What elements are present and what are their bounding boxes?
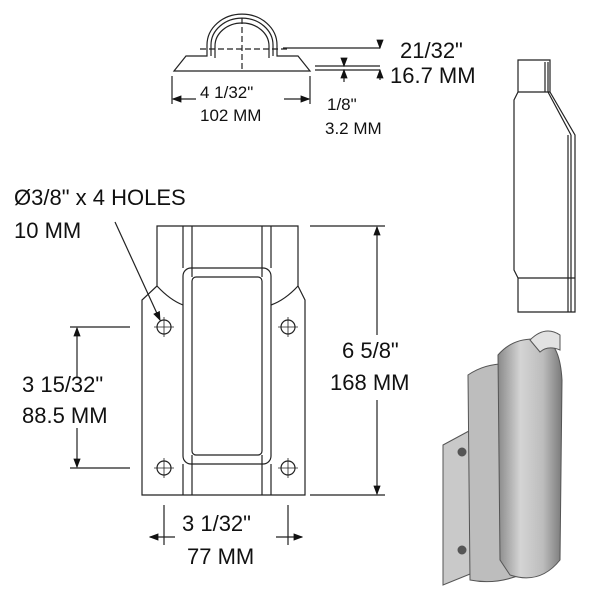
thickness-in: 1/8" <box>327 95 357 114</box>
holes-mm: 10 MM <box>14 218 82 243</box>
side-view <box>513 59 576 313</box>
front-view <box>70 221 385 545</box>
width-mm: 77 MM <box>187 544 255 569</box>
top-height-in: 21/32" <box>400 38 463 63</box>
holes-in: Ø3/8" x 4 HOLES <box>14 185 186 210</box>
hole-spacing-in: 3 15/32" <box>22 372 104 397</box>
thickness-mm: 3.2 MM <box>325 119 382 138</box>
mounting-holes <box>154 317 298 478</box>
hole-spacing-mm: 88.5 MM <box>22 403 108 428</box>
top-width-mm: 102 MM <box>200 106 262 125</box>
top-width-in: 4 1/32" <box>200 83 254 102</box>
length-mm: 168 MM <box>330 370 410 395</box>
product-render <box>442 330 563 586</box>
length-in: 6 5/8" <box>342 338 399 363</box>
width-in: 3 1/32" <box>182 511 251 536</box>
top-height-mm: 16.7 MM <box>390 63 476 88</box>
top-profile-view <box>171 13 384 104</box>
